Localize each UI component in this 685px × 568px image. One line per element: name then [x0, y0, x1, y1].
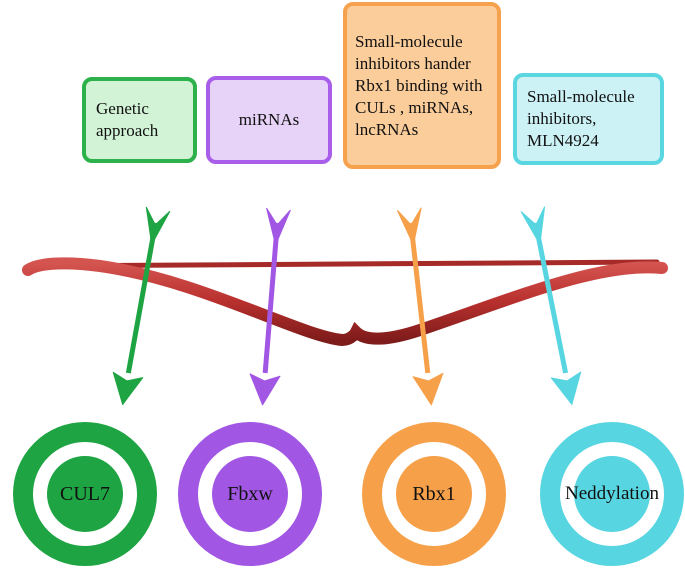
- arrow-rbx1-inhibitors-fletching: [396, 207, 422, 247]
- target-rbx1-core: [396, 456, 472, 532]
- arrow-genetic-approach: [112, 206, 171, 406]
- genetic-approach-box: Genetic approach: [82, 77, 197, 163]
- target-cul7-outer-ring: [13, 422, 157, 566]
- target-neddylation-outer-ring: [540, 422, 684, 566]
- target-label-fbxw: Fbxw: [227, 483, 273, 505]
- arrow-rbx1-inhibitors-head: [412, 372, 444, 406]
- target-cul7-core: [47, 456, 123, 532]
- arrow-mirnas: [249, 207, 291, 406]
- target-fbxw-outer-ring: [178, 422, 322, 566]
- arrow-mirnas-shaft: [262, 222, 280, 374]
- target-neddylation-core: [574, 456, 650, 532]
- arrow-mirnas-fletching: [266, 207, 291, 247]
- target-label-neddylation: Neddylation: [565, 483, 659, 504]
- bow-string: [29, 259, 660, 269]
- arrow-genetic-approach-fletching: [145, 206, 171, 247]
- target-rbx1-outer-ring: [362, 422, 506, 566]
- rbx1-inhibitors-box: Small-molecule inhibitors hander Rbx1 bi…: [343, 2, 501, 169]
- arrow-genetic-approach-head: [112, 371, 144, 406]
- arrow-rbx1-inhibitors-shaft: [408, 222, 431, 374]
- mirnas-box: miRNAs: [206, 76, 332, 164]
- rbx1-inhibitors-text: Small-molecule inhibitors hander Rbx1 bi…: [355, 31, 483, 139]
- genetic-approach-text: Genetic approach: [96, 99, 159, 140]
- target-fbxw-core: [212, 456, 288, 532]
- target-rbx1: [362, 422, 506, 566]
- target-cul7: [13, 422, 157, 566]
- arrow-rbx1-inhibitors: [396, 207, 444, 406]
- arrow-mln4924: [520, 206, 582, 405]
- target-fbxw: [178, 422, 322, 566]
- arrow-mln4924-shaft: [533, 222, 569, 374]
- arrow-mln4924-fletching: [520, 206, 546, 246]
- mirnas-text: miRNAs: [238, 110, 300, 129]
- arrow-genetic-approach-shaft: [125, 222, 159, 374]
- target-label-rbx1: Rbx1: [412, 483, 456, 505]
- arrow-mln4924-head: [550, 371, 582, 405]
- arrow-mirnas-head: [249, 373, 281, 406]
- mln4924-box: Small-molecule inhibitors, MLN4924: [513, 73, 664, 165]
- target-label-cul7: CUL7: [60, 483, 110, 505]
- target-neddylation: [540, 422, 684, 566]
- bow-body: [22, 257, 668, 347]
- mln4924-text: Small-molecule inhibitors, MLN4924: [527, 87, 635, 150]
